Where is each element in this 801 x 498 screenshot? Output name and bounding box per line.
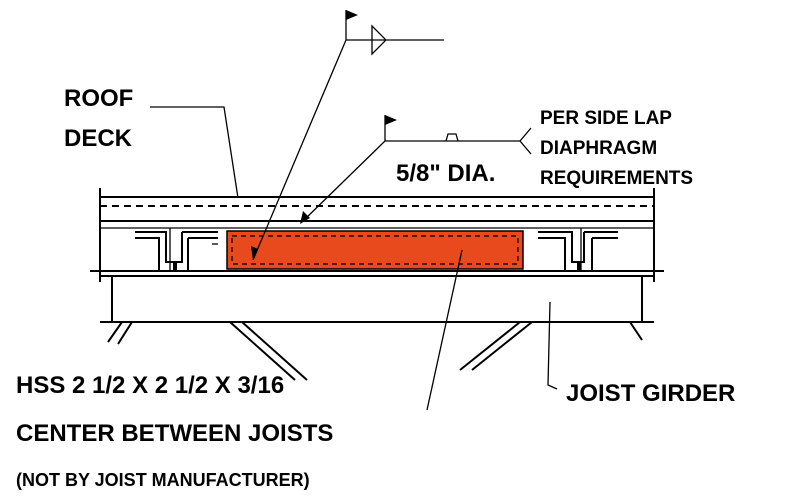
side-lap-label-line2: DIAPHRAGM [540,138,657,159]
hss-member [226,230,524,270]
weld-diameter-label: 5/8" DIA. [396,160,495,187]
field-weld-flag-icon [346,10,358,20]
joist-girder-webs [107,321,643,381]
roof-deck [99,188,655,282]
roof-deck-leader [150,106,239,199]
deck-label: DECK [64,125,133,152]
side-lap-label-line1: PER SIDE LAP [540,108,672,129]
hss-inner-dashed [231,235,519,265]
plug-weld-symbol [300,115,532,224]
roof-label: ROOF [64,85,133,112]
not-by-manufacturer-label: (NOT BY JOIST MANUFACTURER) [16,470,310,490]
joist-girder-top-chord [90,270,664,323]
leader-arrow-icon [300,211,310,224]
field-weld-flag-icon [385,115,397,125]
joist-girder-label: JOIST GIRDER [566,380,735,407]
center-between-joists-label: CENTER BETWEEN JOISTS [16,420,333,447]
left-joist-chord [135,228,218,271]
hss-label: HSS 2 1/2 X 2 1/2 X 3/16 [16,372,284,399]
leader-arrow-icon [251,246,258,260]
fillet-weld-symbol [251,10,444,261]
joist-girder-leader [547,301,558,390]
side-lap-label-line3: REQUIREMENTS [540,168,693,189]
right-joist-chord [538,228,618,271]
hss-leader [426,249,463,411]
